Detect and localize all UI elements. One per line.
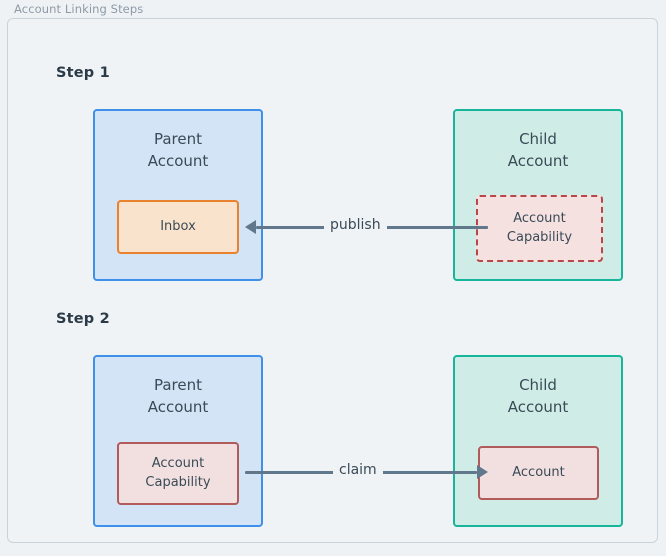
step-1-child-account-title: Child Account: [507, 130, 569, 170]
step-1-inbox-box[interactable]: Inbox: [117, 200, 239, 254]
claim-connector-label: claim: [333, 462, 383, 478]
step-1-account-capability-box[interactable]: Account Capability: [476, 195, 603, 262]
step-1-parent-account-box[interactable]: Parent Account: [93, 109, 263, 281]
step-2-account-capability-box[interactable]: Account Capability: [117, 442, 239, 505]
step-2-parent-account-title: Parent Account: [147, 376, 209, 416]
publish-connector-label: publish: [324, 217, 387, 233]
diagram-frame: Step 1 Parent Account Inbox Child Accoun…: [7, 18, 658, 543]
step-1-parent-account-title: Parent Account: [147, 130, 209, 170]
step-2-label: Step 2: [56, 311, 110, 327]
diagram-title: Account Linking Steps: [14, 2, 144, 16]
publish-arrow-head-icon: [245, 220, 256, 234]
step-1-label: Step 1: [56, 65, 110, 81]
claim-arrow-head-icon: [477, 465, 488, 479]
step-2-child-account-box[interactable]: Child Account: [453, 355, 623, 527]
step-2-child-account-title: Child Account: [507, 376, 569, 416]
step-2-account-box[interactable]: Account: [478, 446, 599, 500]
